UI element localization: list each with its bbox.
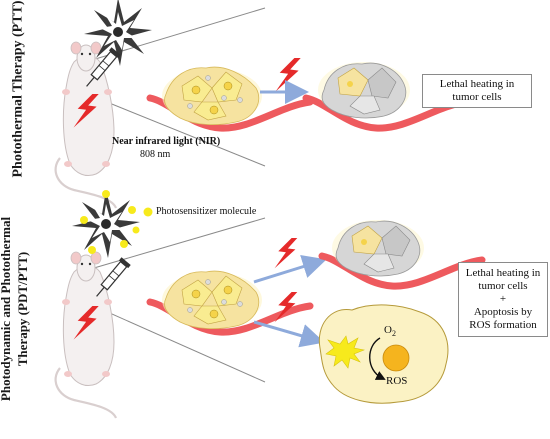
legend-photosensitizer-dot (143, 207, 153, 217)
lightning-icon (274, 238, 298, 269)
o2-subscript: 2 (391, 329, 396, 339)
result-plus: + (499, 293, 507, 305)
result-line-3: Apoptosis by (473, 306, 533, 318)
ptt-title: Photothermal Therapy (PTT) (10, 0, 26, 178)
photosensitizer-dot (132, 226, 140, 234)
ptt-result-box: Lethal heating in tumor cells (422, 74, 532, 108)
photosensitizer-dot (102, 190, 110, 198)
pdt-ptt-title-line2: Therapy (PDT/PTT) (15, 251, 30, 367)
dead-tumor-cells-icon (317, 61, 411, 119)
o2-label: O2 (384, 324, 396, 338)
result-line-1: Lethal heating in (465, 267, 541, 279)
photosensitizer-dot (120, 240, 128, 248)
nir-wavelength: 808 nm (140, 149, 171, 160)
zoom-line-bottom (93, 305, 266, 383)
zoom-line-bottom (91, 95, 266, 167)
result-line-2: tumor cells (478, 280, 528, 292)
nucleus-icon (382, 344, 410, 372)
dead-tumor-cells-icon (331, 219, 425, 277)
photosensitizer-dot (80, 216, 88, 224)
photosensitizer-dot (128, 206, 136, 214)
ptt-panel (54, 0, 466, 210)
ros-label: ROS (386, 375, 408, 387)
oxygen-conversion-arrow (369, 337, 386, 380)
o2-text: O (384, 324, 392, 336)
ros-burst-icon (325, 335, 366, 369)
nir-label: Near infrared light (NIR) (112, 136, 221, 147)
tumor-cells-icon (161, 270, 263, 330)
tumor-cells-icon (161, 66, 263, 126)
pdt-ptt-title: Photodynamic and Photothermal Therapy (P… (0, 199, 31, 419)
process-arrow (253, 320, 325, 348)
pdt-ptt-panel (54, 190, 482, 420)
pdt-ptt-title-line1: Photodynamic and Photothermal (0, 216, 13, 402)
pdt-ptt-result-box: Lethal heating in tumor cells + Apoptosi… (458, 262, 548, 337)
process-arrow (253, 255, 327, 284)
nanoparticle-icon (72, 190, 140, 258)
result-line-4: ROS formation (469, 319, 537, 331)
lightning-icon (275, 58, 301, 92)
photosensitizer-legend: Photosensitizer molecule (156, 206, 257, 217)
photosensitizer-dot (88, 246, 96, 254)
